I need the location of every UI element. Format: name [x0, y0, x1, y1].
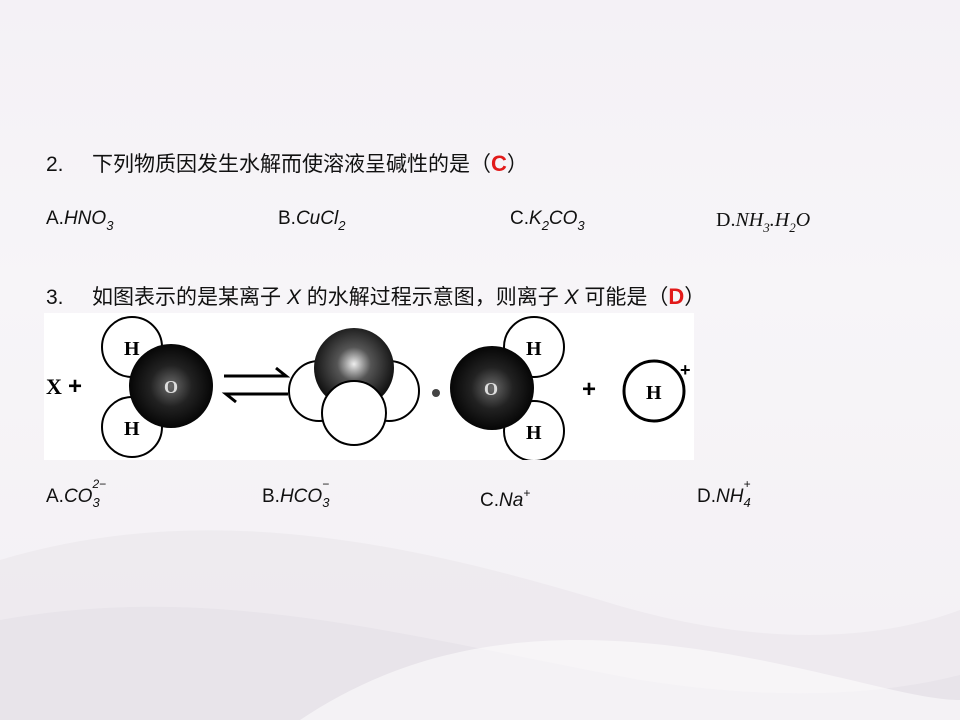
option-c: C.Na+	[480, 486, 531, 511]
o-label: O	[164, 377, 178, 397]
question-number: 2.	[46, 153, 64, 176]
h-label: H	[124, 418, 140, 440]
answer-mark: C	[491, 151, 507, 176]
separator-dot	[432, 389, 440, 397]
option-c: C.K2CO3	[510, 208, 585, 233]
option-d: D.NH+4	[697, 476, 751, 510]
question-text: 下列物质因发生水解而使溶液呈碱性的是（	[92, 153, 491, 176]
x-label: X	[46, 374, 62, 399]
h-label: H	[526, 338, 542, 360]
hydrogen-ion	[622, 359, 686, 423]
ion-charge: +	[680, 360, 691, 380]
option-b: B.HCO−3	[262, 476, 330, 510]
answer-mark: D	[668, 284, 685, 309]
hydrogen-atom	[321, 380, 387, 446]
equilibrium-arrow-icon	[221, 366, 291, 404]
oxygen-atom	[450, 346, 534, 430]
option-d: D.NH3.H2O	[716, 209, 811, 235]
question-close: ）	[506, 153, 528, 176]
oxygen-atom	[129, 344, 213, 428]
option-b: B.CuCl2	[278, 208, 346, 233]
question-3: 3.如图表示的是某离子 X 的水解过程示意图，则离子 X 可能是（D）	[46, 284, 706, 309]
option-a: A.HNO3	[46, 208, 114, 233]
o-label: O	[484, 379, 498, 399]
question-number: 3.	[46, 286, 64, 309]
hydrolysis-svg: X + H H O H H O + H +	[46, 316, 691, 462]
question-2: 2. 下列物质因发生水解而使溶液呈碱性的是（C）	[46, 148, 528, 178]
plus-sign: +	[582, 376, 596, 403]
plus-sign: +	[68, 373, 82, 400]
h-label: H	[124, 338, 140, 360]
h-label: H	[526, 422, 542, 444]
hydrolysis-diagram: X + H H O H H O + H +	[44, 313, 694, 462]
h-label: H	[646, 382, 662, 404]
